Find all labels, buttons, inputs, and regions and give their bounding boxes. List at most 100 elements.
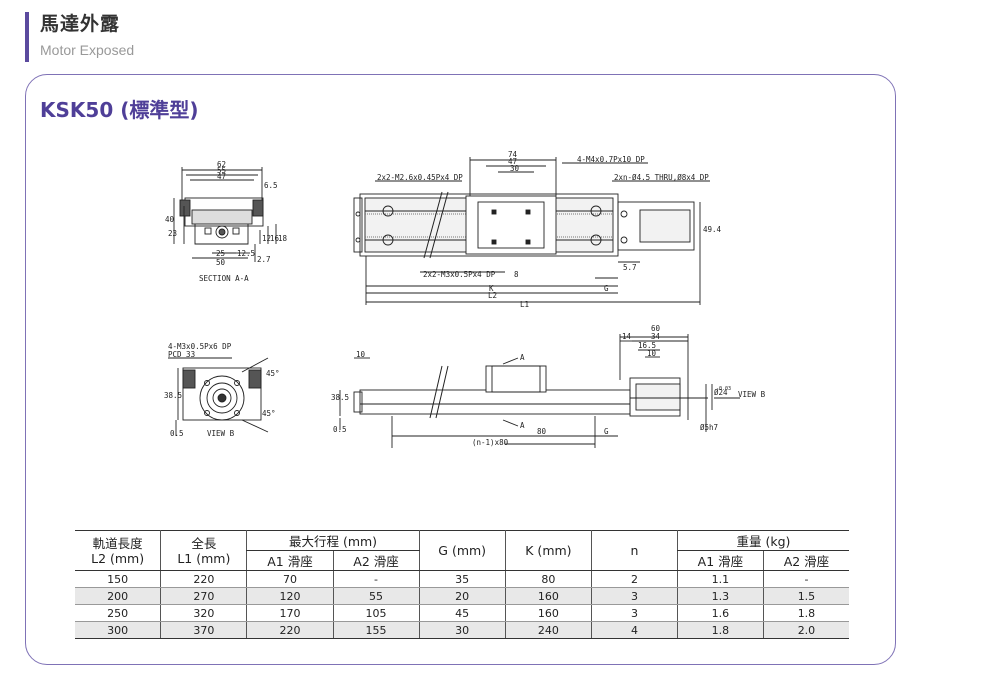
col-stroke-a2: A2 滑座 — [332, 550, 420, 571]
col-total-length: 全長 L1 (mm) — [160, 530, 247, 571]
dim-text: 38.5 — [331, 393, 349, 402]
dim-text: 62 — [217, 160, 226, 169]
cell: 150 — [75, 570, 161, 588]
callout-text: PCD 33 — [168, 350, 195, 359]
dim-text: 16.5 — [638, 341, 656, 350]
cell: 1.8 — [676, 621, 764, 639]
cell: 240 — [504, 621, 592, 639]
model-title: KSK50 (標準型) — [40, 98, 199, 122]
cell: 160 — [504, 587, 592, 605]
dim-text: L1 — [520, 300, 529, 309]
cell: 155 — [332, 621, 420, 639]
dim-text: 50 — [216, 258, 226, 267]
section-subtitle: Motor Exposed — [40, 42, 135, 58]
cell: - — [762, 570, 849, 588]
dim-text: L2 — [488, 291, 497, 300]
table-row: 150 220 70 - 35 80 2 1.1 - — [75, 570, 849, 588]
spec-table: 軌道長度 L2 (mm) 全長 L1 (mm) 最大行程 (mm) G (mm)… — [75, 530, 849, 639]
callout-text: 2x2-M2.6x0.45Px4 DP — [377, 173, 463, 182]
section-mark: A — [520, 421, 525, 430]
dim-text: 23 — [168, 229, 177, 238]
cell: 200 — [75, 587, 161, 605]
cell: 170 — [246, 604, 334, 622]
col-rail-length: 軌道長度 L2 (mm) — [75, 530, 161, 571]
dim-text: 10 — [647, 349, 657, 358]
dim-text: 45° — [262, 409, 276, 418]
col-weight-a1: A1 滑座 — [676, 550, 764, 571]
cell: 45 — [418, 604, 506, 622]
col-n: n — [591, 530, 678, 571]
cell: 1.1 — [676, 570, 764, 588]
cell: 220 — [246, 621, 334, 639]
dim-text: 80 — [537, 427, 547, 436]
table-row: 250 320 170 105 45 160 3 1.6 1.8 — [75, 604, 849, 622]
product-panel — [25, 74, 896, 665]
section-title: 馬達外露 — [40, 13, 121, 35]
view-caption: VIEW B — [738, 390, 766, 399]
cell: 120 — [246, 587, 334, 605]
cell: 30 — [418, 621, 506, 639]
col-max-stroke: 最大行程 (mm) — [246, 530, 420, 551]
dim-text: 60 — [651, 324, 661, 333]
dim-text: 18 — [278, 234, 288, 243]
cell: 1.8 — [762, 604, 849, 622]
dim-text: K — [489, 284, 494, 293]
dim-text: 34 — [651, 332, 661, 341]
cell: 160 — [504, 604, 592, 622]
dim-text: 74 — [508, 150, 518, 159]
cell: 20 — [418, 587, 506, 605]
cell: 2.0 — [762, 621, 849, 639]
cell: 70 — [246, 570, 334, 588]
dim-text: Ø5h7 — [700, 423, 718, 432]
callout-text: 4-M3x0.5Px6 DP — [168, 342, 232, 351]
dim-text: 12 — [262, 234, 271, 243]
side-view — [339, 334, 740, 448]
dim-text: 45° — [266, 369, 280, 378]
view-caption: VIEW B — [207, 429, 235, 438]
cell: 4 — [591, 621, 678, 639]
cell: 55 — [332, 587, 420, 605]
cell: 320 — [160, 604, 247, 622]
dim-text: (n-1)x80 — [472, 438, 509, 447]
section-caption: SECTION A-A — [199, 274, 249, 283]
cell: 3 — [591, 604, 678, 622]
cell: 2 — [591, 570, 678, 588]
table-row: 200 270 120 55 20 160 3 1.3 1.5 — [75, 587, 849, 605]
callout-text: 4-M4x0.7Px10 DP — [577, 155, 645, 164]
cell: 1.3 — [676, 587, 764, 605]
dim-text: 55 — [217, 166, 226, 175]
cell: 370 — [160, 621, 247, 639]
dim-text: 16 — [270, 234, 280, 243]
end-view — [168, 357, 269, 436]
dim-text: 30 — [510, 164, 520, 173]
dim-text: 25 — [216, 249, 225, 258]
dim-text: 14 — [622, 332, 632, 341]
col-weight: 重量 (kg) — [676, 530, 849, 551]
dim-text: 10 — [356, 350, 366, 359]
cell: 80 — [504, 570, 592, 588]
cell: 3 — [591, 587, 678, 605]
callout-text: 2x2-M3x0.5Px4 DP — [423, 270, 496, 279]
cell: 1.6 — [676, 604, 764, 622]
cell: 35 — [418, 570, 506, 588]
top-view — [353, 157, 710, 305]
dim-text: 49.4 — [703, 225, 722, 234]
cell: 105 — [332, 604, 420, 622]
cell: 220 — [160, 570, 247, 588]
table-row: 300 370 220 155 30 240 4 1.8 2.0 — [75, 621, 849, 639]
col-g: G (mm) — [418, 530, 506, 571]
dim-text: 0.5 — [333, 425, 347, 434]
callout-text: 2xn-Ø4.5 THRU,Ø8x4 DP — [614, 173, 709, 182]
dim-text: 8 — [514, 270, 519, 279]
col-stroke-a1: A1 滑座 — [246, 550, 334, 571]
dim-text: 5.7 — [623, 263, 637, 272]
dim-text: 47 — [508, 157, 517, 166]
dim-text: 6.5 — [264, 181, 278, 190]
dim-text: 40 — [165, 215, 175, 224]
dim-text: -0.03 — [716, 386, 731, 392]
col-weight-a2: A2 滑座 — [762, 550, 849, 571]
dim-text: 47 — [217, 172, 226, 181]
cell: 1.5 — [762, 587, 849, 605]
dim-text: 38.5 — [164, 391, 182, 400]
col-k: K (mm) — [504, 530, 592, 571]
